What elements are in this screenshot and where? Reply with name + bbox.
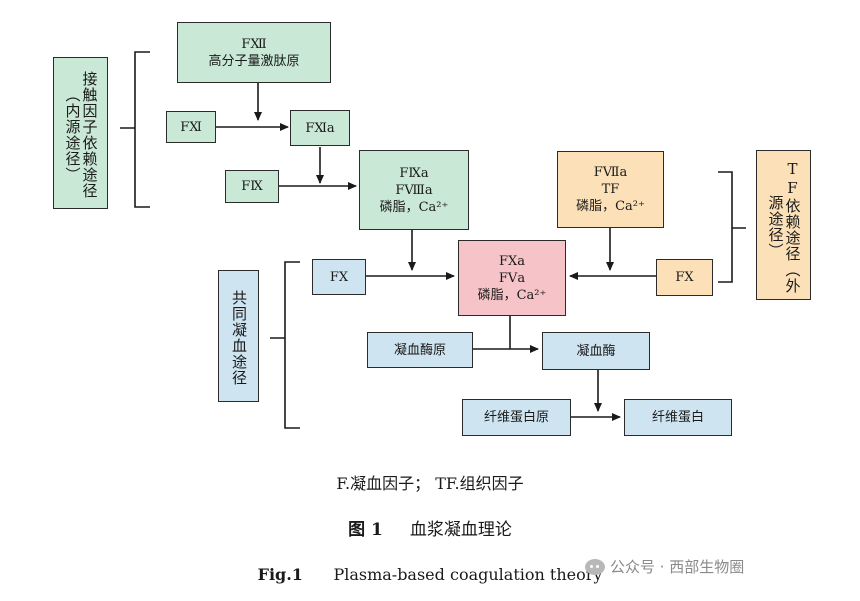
figure-cn-title: 血浆凝血理论 <box>409 520 512 540</box>
node-thrombin: 凝血酶 <box>542 332 650 370</box>
figure-cn-label: 图 1 <box>348 520 383 540</box>
common-pathway-label: 共同凝血途径 <box>218 270 259 402</box>
watermark-text: 公众号 · 西部生物圈 <box>610 558 745 576</box>
node-fibrinogen-line-1: 纤维蛋白原 <box>483 410 549 425</box>
wechat-watermark: 公众号 · 西部生物圈 <box>585 556 744 577</box>
figure-en-label: Fig.1 <box>257 565 303 584</box>
node-f9a-line-2: FⅧa <box>395 182 433 198</box>
node-fibrinogen: 纤维蛋白原 <box>462 399 571 436</box>
node-prothrombin-line-1: 凝血酶原 <box>393 342 446 358</box>
node-thrombin-line-1: 凝血酶 <box>576 343 616 359</box>
node-f9: FⅨ <box>225 170 279 203</box>
node-f7a-line-3: 磷脂，Ca²⁺ <box>576 199 645 214</box>
node-f11: FⅪ <box>166 111 216 143</box>
node-f10a-line-3: 磷脂，Ca²⁺ <box>477 287 547 303</box>
extrinsic-pathway-text: TF依赖途径（外源途径） <box>766 160 802 294</box>
node-f9-line-1: FⅨ <box>241 179 263 194</box>
abbreviation-note-text: F.凝血因子； TF.组织因子 <box>336 474 524 493</box>
node-f10a-line-1: FⅩa <box>498 253 526 269</box>
node-f11a-line-1: FⅪa <box>305 120 335 136</box>
node-f10a-line-2: FⅤa <box>498 270 526 286</box>
node-f12: FⅫ 高分子量激肽原 <box>177 22 331 83</box>
figure-caption-cn: 图 1 血浆凝血理论 <box>0 515 860 540</box>
node-f9a: FⅨa FⅧa 磷脂，Ca²⁺ <box>359 150 469 230</box>
node-f9a-line-1: FⅨa <box>399 165 429 181</box>
figure-caption-en: Fig.1 Plasma-based coagulation theory <box>0 565 860 584</box>
intrinsic-pathway-label: 接触因子依赖途径（内源途径） <box>53 57 108 209</box>
abbreviation-note: F.凝血因子； TF.组织因子 <box>0 470 860 494</box>
node-fibrin: 纤维蛋白 <box>624 399 732 436</box>
node-f10-left-line-1: FⅩ <box>329 269 349 285</box>
figure-en-title: Plasma-based coagulation theory <box>333 565 603 584</box>
wechat-icon <box>585 558 605 575</box>
node-f10-right-line-1: FⅩ <box>675 270 694 285</box>
node-f11-line-1: FⅪ <box>180 119 202 135</box>
intrinsic-pathway-text: 接触因子依赖途径（内源途径） <box>63 71 99 199</box>
node-f7a-line-1: FⅦa <box>593 165 628 180</box>
node-f7a: FⅦa TF 磷脂，Ca²⁺ <box>557 151 664 228</box>
node-f12-line-2: 高分子量激肽原 <box>208 53 300 69</box>
node-f11a: FⅪa <box>290 110 350 146</box>
node-f10a: FⅩa FⅤa 磷脂，Ca²⁺ <box>458 240 566 316</box>
extrinsic-pathway-label: TF依赖途径（外源途径） <box>756 150 811 300</box>
common-pathway-text: 共同凝血途径 <box>230 290 248 386</box>
bracket-intrinsic <box>120 51 150 208</box>
node-f10-right: FⅩ <box>656 259 713 296</box>
node-f9a-line-3: 磷脂，Ca²⁺ <box>379 199 449 215</box>
node-f10-left: FⅩ <box>312 259 366 295</box>
node-fibrin-line-1: 纤维蛋白 <box>651 410 704 425</box>
node-f7a-line-2: TF <box>601 182 620 197</box>
node-prothrombin: 凝血酶原 <box>367 332 473 368</box>
node-f12-line-1: FⅫ <box>241 36 267 52</box>
bracket-extrinsic <box>718 171 746 283</box>
bracket-common <box>270 261 300 429</box>
